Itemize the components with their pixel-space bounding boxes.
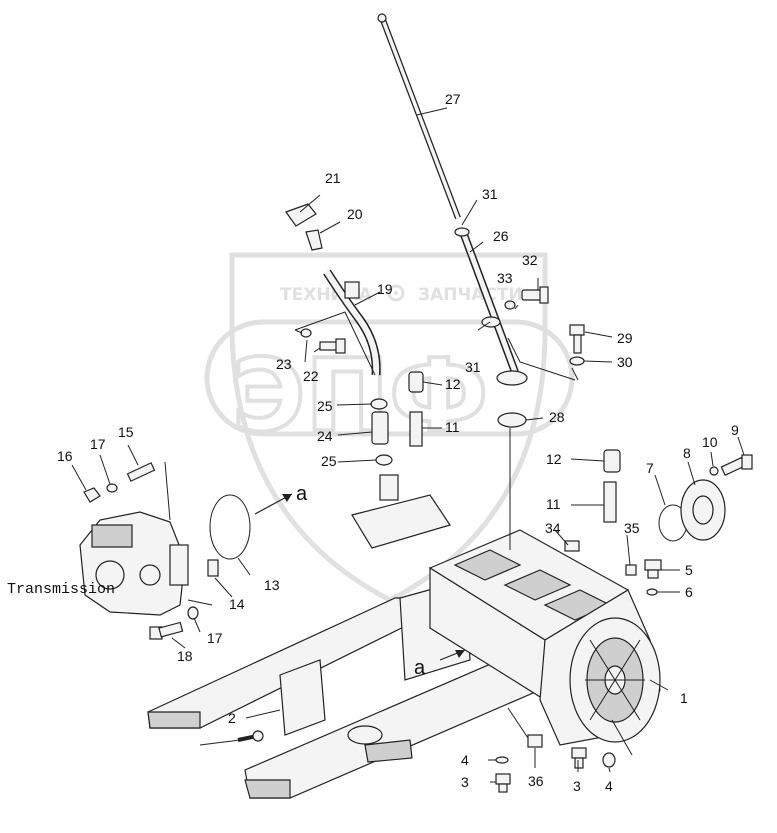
callout-26: 26 xyxy=(493,228,509,244)
part-11-nipple-upper xyxy=(409,411,423,447)
callout-10: 10 xyxy=(702,434,718,450)
part-11-nipple-right xyxy=(603,481,617,523)
main-frame xyxy=(147,529,661,799)
callout-31-lower: 31 xyxy=(465,359,481,375)
watermark-top-right: ЗАПЧАСТИ xyxy=(418,285,523,305)
callout-28: 28 xyxy=(549,409,565,425)
part-2-hitch-pin xyxy=(237,730,264,742)
callout-12-upper: 12 xyxy=(445,376,461,392)
callout-5: 5 xyxy=(685,562,693,578)
part-8-cover xyxy=(680,479,726,541)
part-23-washer xyxy=(300,328,312,338)
part-30-washer xyxy=(569,356,585,366)
part-24-hose xyxy=(371,411,389,445)
callout-22: 22 xyxy=(303,368,319,384)
callout-13: 13 xyxy=(264,577,280,593)
callout-29: 29 xyxy=(617,330,633,346)
part-27-dipstick xyxy=(377,13,461,220)
view-a-arrow-lower: a xyxy=(414,649,466,679)
view-a-label-upper: a xyxy=(296,483,308,505)
callout-30: 30 xyxy=(617,354,633,370)
callout-17-upper: 17 xyxy=(90,436,106,452)
part-14-pin xyxy=(207,559,219,577)
transmission-label: Transmission xyxy=(7,581,115,598)
callout-7: 7 xyxy=(646,460,654,476)
callout-19: 19 xyxy=(377,281,393,297)
part-25-clamp-lower xyxy=(375,454,393,466)
callout-36: 36 xyxy=(528,773,544,789)
callout-23: 23 xyxy=(276,356,292,372)
part-15-stud xyxy=(126,462,156,482)
callout-4-right: 4 xyxy=(605,778,613,794)
part-3-plug-left xyxy=(495,773,511,793)
callout-8: 8 xyxy=(683,445,691,461)
part-26-tube xyxy=(454,227,528,386)
callout-25-lower: 25 xyxy=(321,453,337,469)
part-18-bolt xyxy=(149,621,184,640)
part-9-bolt xyxy=(720,454,753,476)
part-33-washer xyxy=(504,300,516,310)
callout-21: 21 xyxy=(325,170,341,186)
callout-12-right: 12 xyxy=(546,451,562,467)
callout-15: 15 xyxy=(118,424,134,440)
part-25-clamp-upper xyxy=(370,398,388,410)
callout-35: 35 xyxy=(624,520,640,536)
callout-34: 34 xyxy=(545,520,561,536)
part-22-bolt xyxy=(319,338,346,354)
callout-20: 20 xyxy=(347,206,363,222)
part-5-plug xyxy=(644,559,662,579)
callout-31-upper: 31 xyxy=(482,186,498,202)
part-36-plug xyxy=(527,734,543,748)
part-35-plug xyxy=(625,564,637,576)
callout-6: 6 xyxy=(685,584,693,600)
callout-14: 14 xyxy=(229,596,245,612)
part-10-washer xyxy=(709,466,719,476)
watermark-big-text: ЭПФ xyxy=(232,337,488,454)
callout-3-left: 3 xyxy=(461,774,469,790)
callout-27: 27 xyxy=(445,91,461,107)
callout-16: 16 xyxy=(57,448,73,464)
callout-4-left: 4 xyxy=(461,752,469,768)
callout-9: 9 xyxy=(731,422,739,438)
part-16-nut xyxy=(83,487,101,503)
part-19-tube xyxy=(323,269,381,376)
view-a-arrow-upper: a xyxy=(254,483,308,515)
callout-18: 18 xyxy=(177,648,193,664)
callout-11-upper: 11 xyxy=(445,419,460,435)
part-21-fitting xyxy=(285,203,317,227)
part-17-washer-upper xyxy=(106,483,118,493)
part-28-gasket xyxy=(497,412,527,428)
part-34-plug xyxy=(564,540,580,552)
callout-11-right: 11 xyxy=(546,496,561,512)
leader-lines xyxy=(71,107,745,783)
callout-32: 32 xyxy=(522,252,538,268)
callout-1: 1 xyxy=(680,690,688,706)
part-12-plug-right xyxy=(603,449,621,473)
callout-33: 33 xyxy=(497,270,513,286)
part-6-seal xyxy=(646,588,658,596)
transmission xyxy=(79,511,189,616)
part-4-seal-left xyxy=(495,756,509,764)
callout-17-lower: 17 xyxy=(207,630,223,646)
watermark: ТЕХНИКА ЗАПЧАСТИ ЭПФ xyxy=(204,252,575,603)
part-13-o-ring xyxy=(209,494,251,560)
valve-block xyxy=(351,494,451,549)
valve-stem xyxy=(379,474,399,501)
part-32-bolt xyxy=(521,286,549,304)
view-a-label-lower: a xyxy=(414,657,426,679)
gear-icon xyxy=(387,284,405,302)
part-4-seal-right xyxy=(602,752,616,768)
part-29-bolt xyxy=(569,324,585,354)
callout-24: 24 xyxy=(317,428,333,444)
callout-2: 2 xyxy=(228,710,236,726)
part-3-plug-right xyxy=(571,747,587,769)
part-20-filter xyxy=(305,229,323,251)
callout-3-right: 3 xyxy=(573,778,581,794)
part-17-washer-lower xyxy=(187,606,199,620)
callout-25-upper: 25 xyxy=(317,398,333,414)
part-12-plug-upper xyxy=(408,371,424,393)
callouts: 1 2 3 3 4 4 5 6 7 8 9 10 11 11 12 12 13 … xyxy=(57,91,739,794)
